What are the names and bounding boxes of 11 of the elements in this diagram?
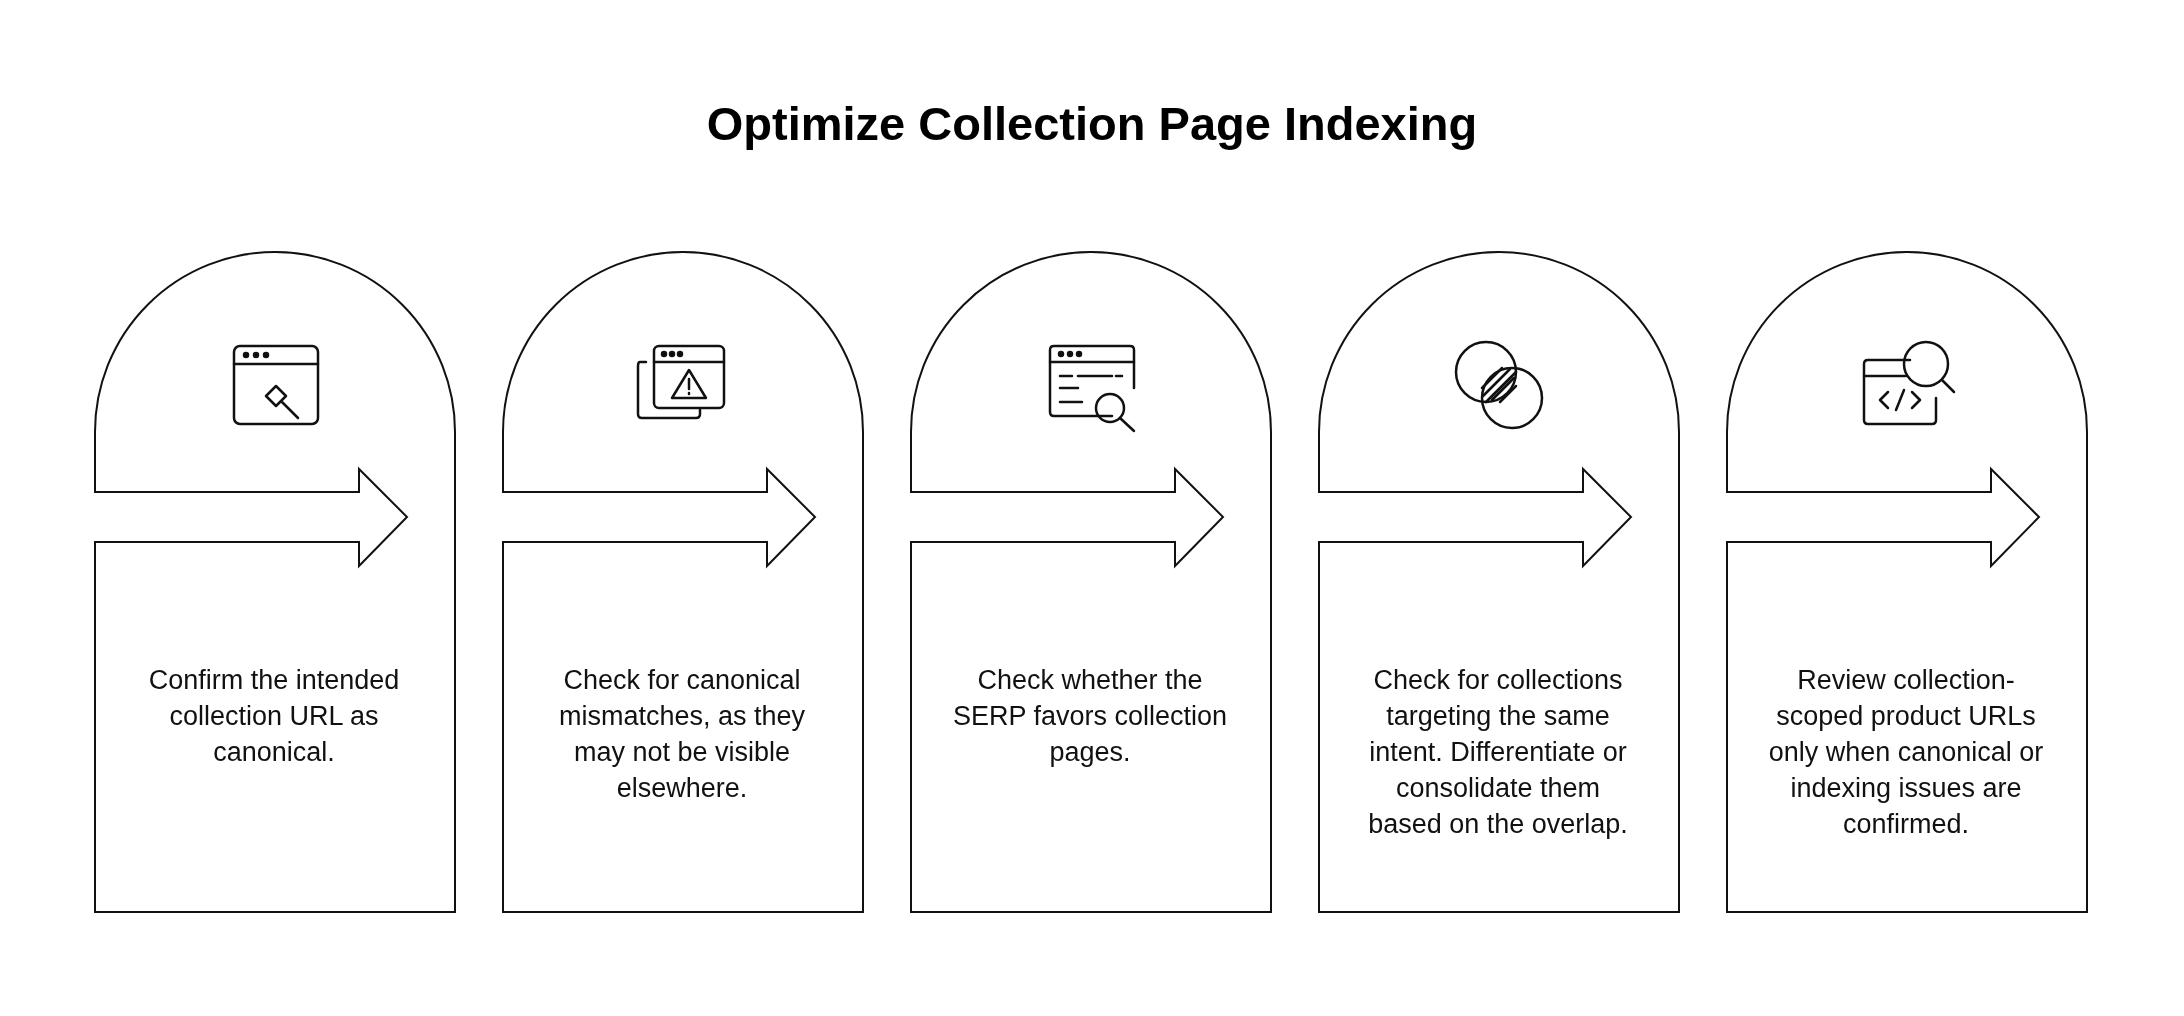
- step-card: [1726, 250, 2090, 915]
- step-description: Confirm the intended collection URL as canonical.: [147, 664, 401, 769]
- step-description: Check for canonical mismatches, as they may not be visible elsewhere.: [557, 664, 807, 805]
- step-description: Check for collections targeting the same intent. Differentiate or consolidate them based on the overlap.: [1367, 664, 1629, 841]
- step-card: [94, 250, 458, 915]
- step-card: [910, 250, 1274, 915]
- step-card: [502, 250, 866, 915]
- step-card: [1318, 250, 1682, 915]
- step-description: Review collection-scoped product URLs only when canonical or indexing issues are confirmed.: [1767, 664, 2045, 841]
- step-description: Check whether the SERP favors collection pages.: [951, 664, 1229, 769]
- title: Optimize Collection Page Indexing: [705, 96, 1479, 151]
